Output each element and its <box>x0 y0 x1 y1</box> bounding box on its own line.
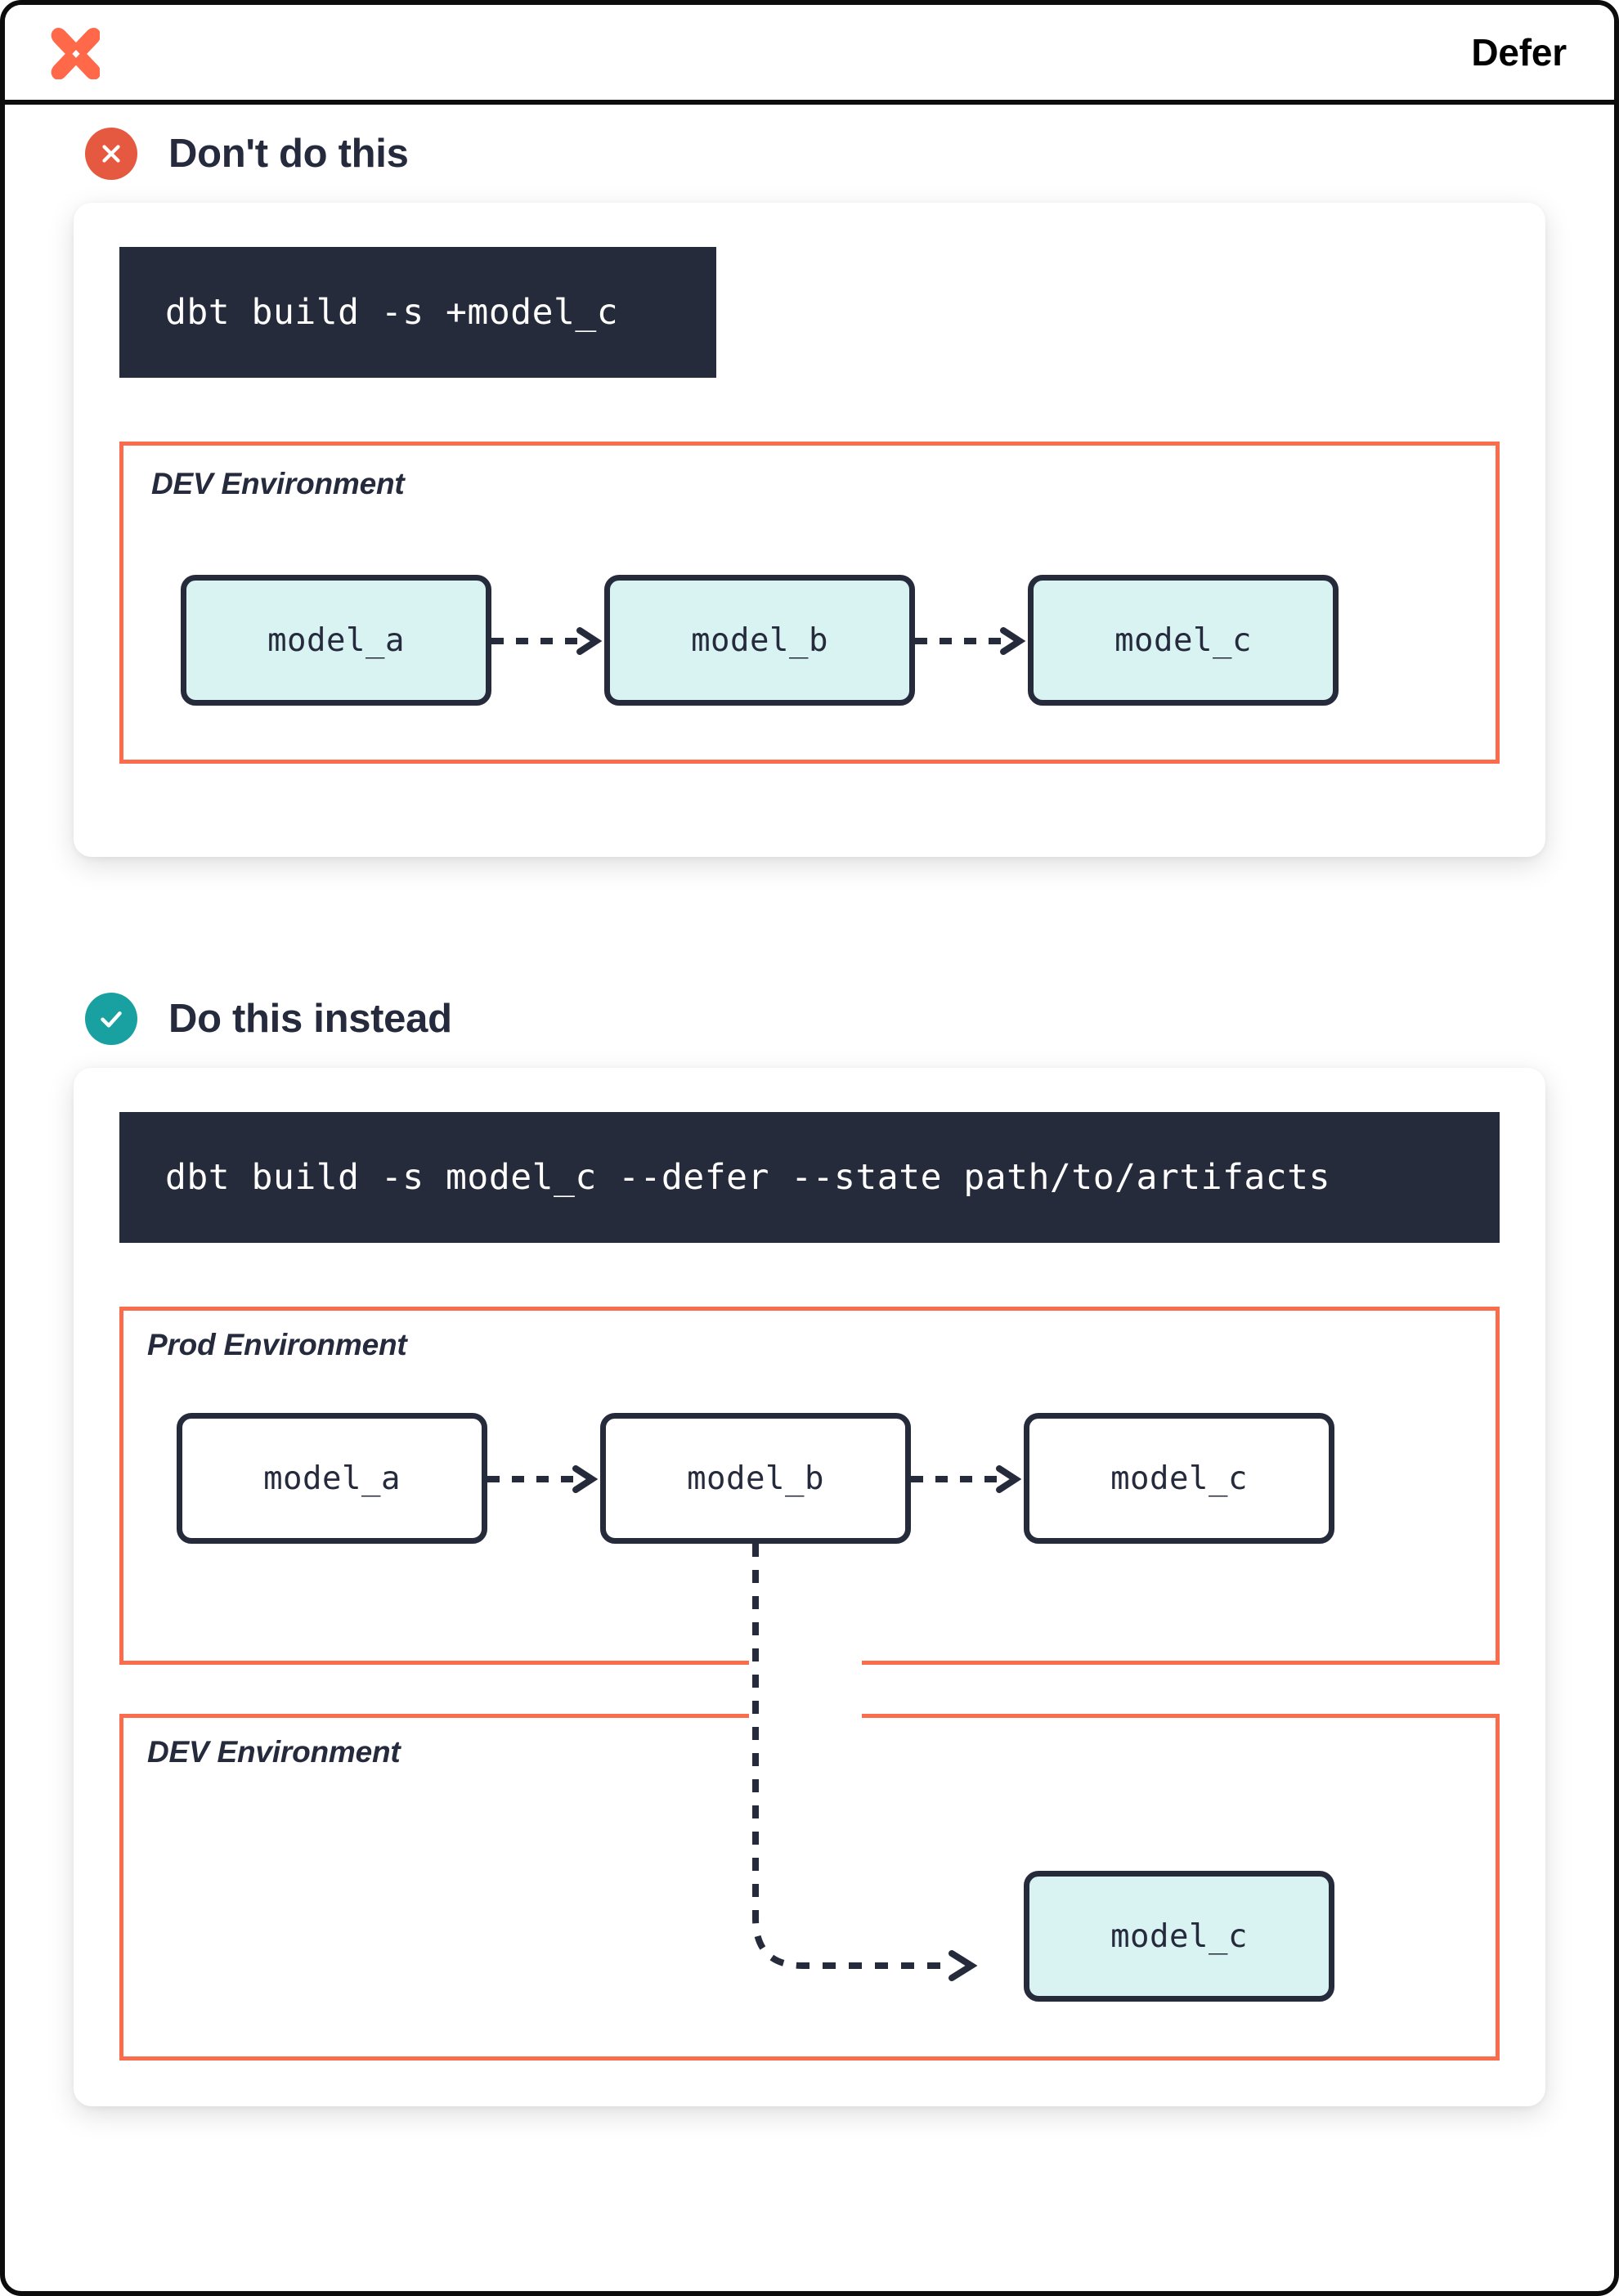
env-dev-border-left <box>119 1714 123 2061</box>
section-header-do: Do this instead <box>5 970 1614 1068</box>
node-model-a-dev-dont: model_a <box>181 575 491 706</box>
code-block-do: dbt build -s model_c --defer --state pat… <box>119 1112 1500 1243</box>
node-model-c-dev-dont: model_c <box>1028 575 1339 706</box>
env-label-dev-dont: DEV Environment <box>151 467 405 500</box>
env-box-prod: Prod Environment model_a model_b model_c <box>119 1307 1500 1665</box>
env-prod-border-left <box>119 1307 123 1665</box>
node-model-c-prod: model_c <box>1024 1413 1334 1544</box>
node-model-a-prod: model_a <box>177 1413 487 1544</box>
env-dev-border-top-right <box>862 1714 1500 1718</box>
header-bar: Defer <box>5 5 1614 105</box>
section-title-do: Do this instead <box>168 997 452 1041</box>
env-dev-border-bottom <box>119 2056 1500 2061</box>
node-model-c-dev-do: model_c <box>1024 1871 1334 2002</box>
edge-model-b-to-model-c-prod <box>911 1465 1025 1493</box>
env-prod-border-top <box>119 1307 1500 1311</box>
dbt-logo-icon <box>43 22 103 83</box>
code-block-dont: dbt build -s +model_c <box>119 247 716 378</box>
env-prod-border-bottom-right <box>862 1661 1500 1665</box>
page-title: Defer <box>1471 31 1567 74</box>
env-dev-border-right <box>1496 1714 1500 2061</box>
env-dev-border-top-left <box>119 1714 749 1718</box>
section-header-dont: Don't do this <box>5 105 1614 203</box>
edge-model-a-to-model-b-prod <box>487 1465 602 1493</box>
node-model-b-dev-dont: model_b <box>604 575 915 706</box>
node-model-b-prod: model_b <box>600 1413 911 1544</box>
card-do: dbt build -s model_c --defer --state pat… <box>74 1068 1545 2106</box>
section-title-dont: Don't do this <box>168 132 409 176</box>
card-dont: dbt build -s +model_c DEV Environment mo… <box>74 203 1545 857</box>
edge-model-a-to-model-b-dont <box>491 627 606 655</box>
env-label-dev-do: DEV Environment <box>147 1735 401 1769</box>
x-circle-icon <box>85 128 137 180</box>
env-box-dev-dont: DEV Environment model_a model_b model_c <box>119 442 1500 764</box>
edge-model-b-to-model-c-dont <box>915 627 1029 655</box>
env-box-dev-do: DEV Environment model_c <box>119 1714 1500 2061</box>
section-do-this-instead: Do this instead dbt build -s model_c --d… <box>5 970 1614 2106</box>
env-prod-border-bottom-left <box>119 1661 749 1665</box>
env-label-prod: Prod Environment <box>147 1328 407 1361</box>
env-prod-border-right <box>1496 1307 1500 1665</box>
section-dont-do-this: Don't do this dbt build -s +model_c DEV … <box>5 105 1614 857</box>
check-circle-icon <box>85 993 137 1045</box>
